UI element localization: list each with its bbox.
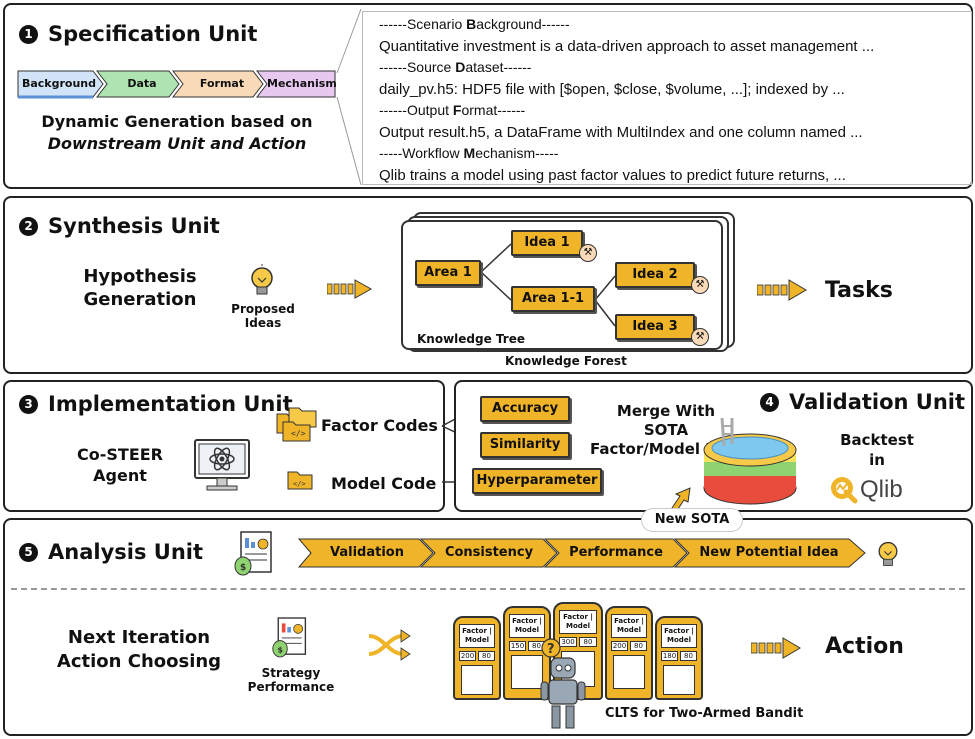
slot-header: Factor | Model [611, 614, 647, 638]
chevron-mechanism: Mechanism [267, 77, 337, 90]
dynamic-generation-text: Dynamic Generation based on Downstream U… [41, 112, 313, 153]
backtest-label: Backtest in [840, 431, 914, 469]
svg-text:?: ? [547, 642, 555, 657]
slot-header: Factor | Model [559, 610, 597, 634]
tree-connectors [480, 243, 616, 327]
factor-codes-label: Factor Codes [321, 416, 438, 435]
slot-header: Factor | Model [459, 624, 495, 648]
svg-text:$: $ [240, 563, 246, 573]
accuracy-box: Accuracy [480, 396, 570, 422]
node-idea-1: Idea 1 [511, 230, 583, 256]
spec-line-dataset: ------Source Dataset------ [379, 59, 532, 75]
knowledge-forest-label: Knowledge Forest [505, 354, 627, 368]
spec-line-format: ------Output Format------ [379, 102, 526, 118]
strategy-performance-label: Strategy Performance [247, 666, 335, 695]
computer-atom-icon [194, 439, 250, 491]
slot-header: Factor | Model [661, 624, 697, 648]
node-area-1-1: Area 1-1 [511, 286, 595, 312]
code-folder-icon: </> [287, 471, 313, 490]
analysis-divider [11, 588, 965, 590]
spec-line-7: Qlib trains a model using past factor va… [379, 166, 846, 184]
action-label: Action [825, 634, 904, 659]
hypothesis-generation-label: Hypothesis Generation [83, 266, 197, 310]
spec-line-mechanism: -----Workflow Mechanism----- [379, 145, 559, 161]
flow-step-new-idea: New Potential Idea [699, 545, 839, 560]
knowledge-tree-card: Area 1 Idea 1 Area 1-1 Idea 2 Idea 3 ⚒ ⚒… [401, 220, 723, 350]
svg-text:$: $ [277, 644, 283, 654]
financial-report-icon: $ [272, 617, 307, 658]
spec-chevron-shapes [17, 70, 336, 99]
financial-report-icon: $ [234, 531, 272, 576]
similarity-box: Similarity [480, 432, 570, 458]
pool-icon [703, 417, 797, 505]
next-iteration-label: Next Iteration Action Choosing [56, 627, 222, 672]
validation-panel: Accuracy Similarity Hyperparameter Merge… [454, 380, 973, 512]
spec-line-scenario: ------Scenario Background------ [379, 16, 570, 32]
chevron-data: Data [127, 77, 157, 90]
shuffle-icon [368, 629, 411, 661]
qlib-logo-icon [831, 477, 858, 504]
flow-step-consistency: Consistency [444, 545, 534, 560]
knowledge-tree-label: Knowledge Tree [417, 332, 525, 346]
analysis-flow-shapes [297, 538, 866, 568]
analysis-flow-bar: Validation Consistency Performance New P… [297, 538, 867, 568]
model-code-label: Model Code [331, 474, 437, 493]
spec-line-5: Output result.h5, a DataFrame with Multi… [379, 123, 863, 141]
arrow-to-action-icon [751, 637, 801, 659]
co-steer-agent-label: Co-STEER Agent [77, 445, 163, 485]
spec-chevron-bar: Background Data Format Mechanism [17, 69, 337, 99]
qlib-wordmark: Qlib [860, 476, 903, 503]
lightbulb-icon [878, 541, 898, 566]
code-folders-icon: </> [276, 407, 317, 442]
tool-badge-icon: ⚒ [579, 244, 597, 262]
arrow-to-forest-icon [327, 279, 373, 299]
hyperparameter-box: Hyperparameter [472, 468, 602, 494]
arrow-to-tasks-icon [757, 279, 807, 301]
tasks-label: Tasks [825, 278, 893, 303]
proposed-ideas-label: Proposed Ideas [231, 302, 295, 331]
new-sota-badge: New SOTA [641, 508, 743, 532]
spec-line-3: daily_pv.h5: HDF5 file with [$open, $clo… [379, 80, 845, 98]
spec-line-1: Quantitative investment is a data-driven… [379, 37, 875, 55]
node-idea-3: Idea 3 [615, 314, 695, 340]
flow-step-validation: Validation [330, 545, 404, 560]
tool-badge-icon: ⚒ [691, 276, 709, 294]
slot-header: Factor | Model [509, 614, 545, 638]
flow-step-performance: Performance [569, 545, 663, 560]
spec-detail-box: ------Scenario Background------ Quantita… [362, 11, 972, 185]
svg-text:</>: </> [293, 480, 306, 488]
node-area-1: Area 1 [415, 260, 481, 286]
chevron-format: Format [199, 77, 245, 90]
node-idea-2: Idea 2 [615, 262, 695, 288]
clts-label: CLTS for Two-Armed Bandit [605, 706, 804, 721]
tool-badge-icon: ⚒ [691, 328, 709, 346]
step-number: 1 [19, 25, 38, 44]
svg-text:</>: </> [291, 429, 306, 438]
zoom-connector [336, 8, 362, 186]
lightbulb-icon [251, 264, 273, 295]
chevron-background: Background [21, 77, 97, 90]
robot-icon: ? [540, 638, 586, 729]
